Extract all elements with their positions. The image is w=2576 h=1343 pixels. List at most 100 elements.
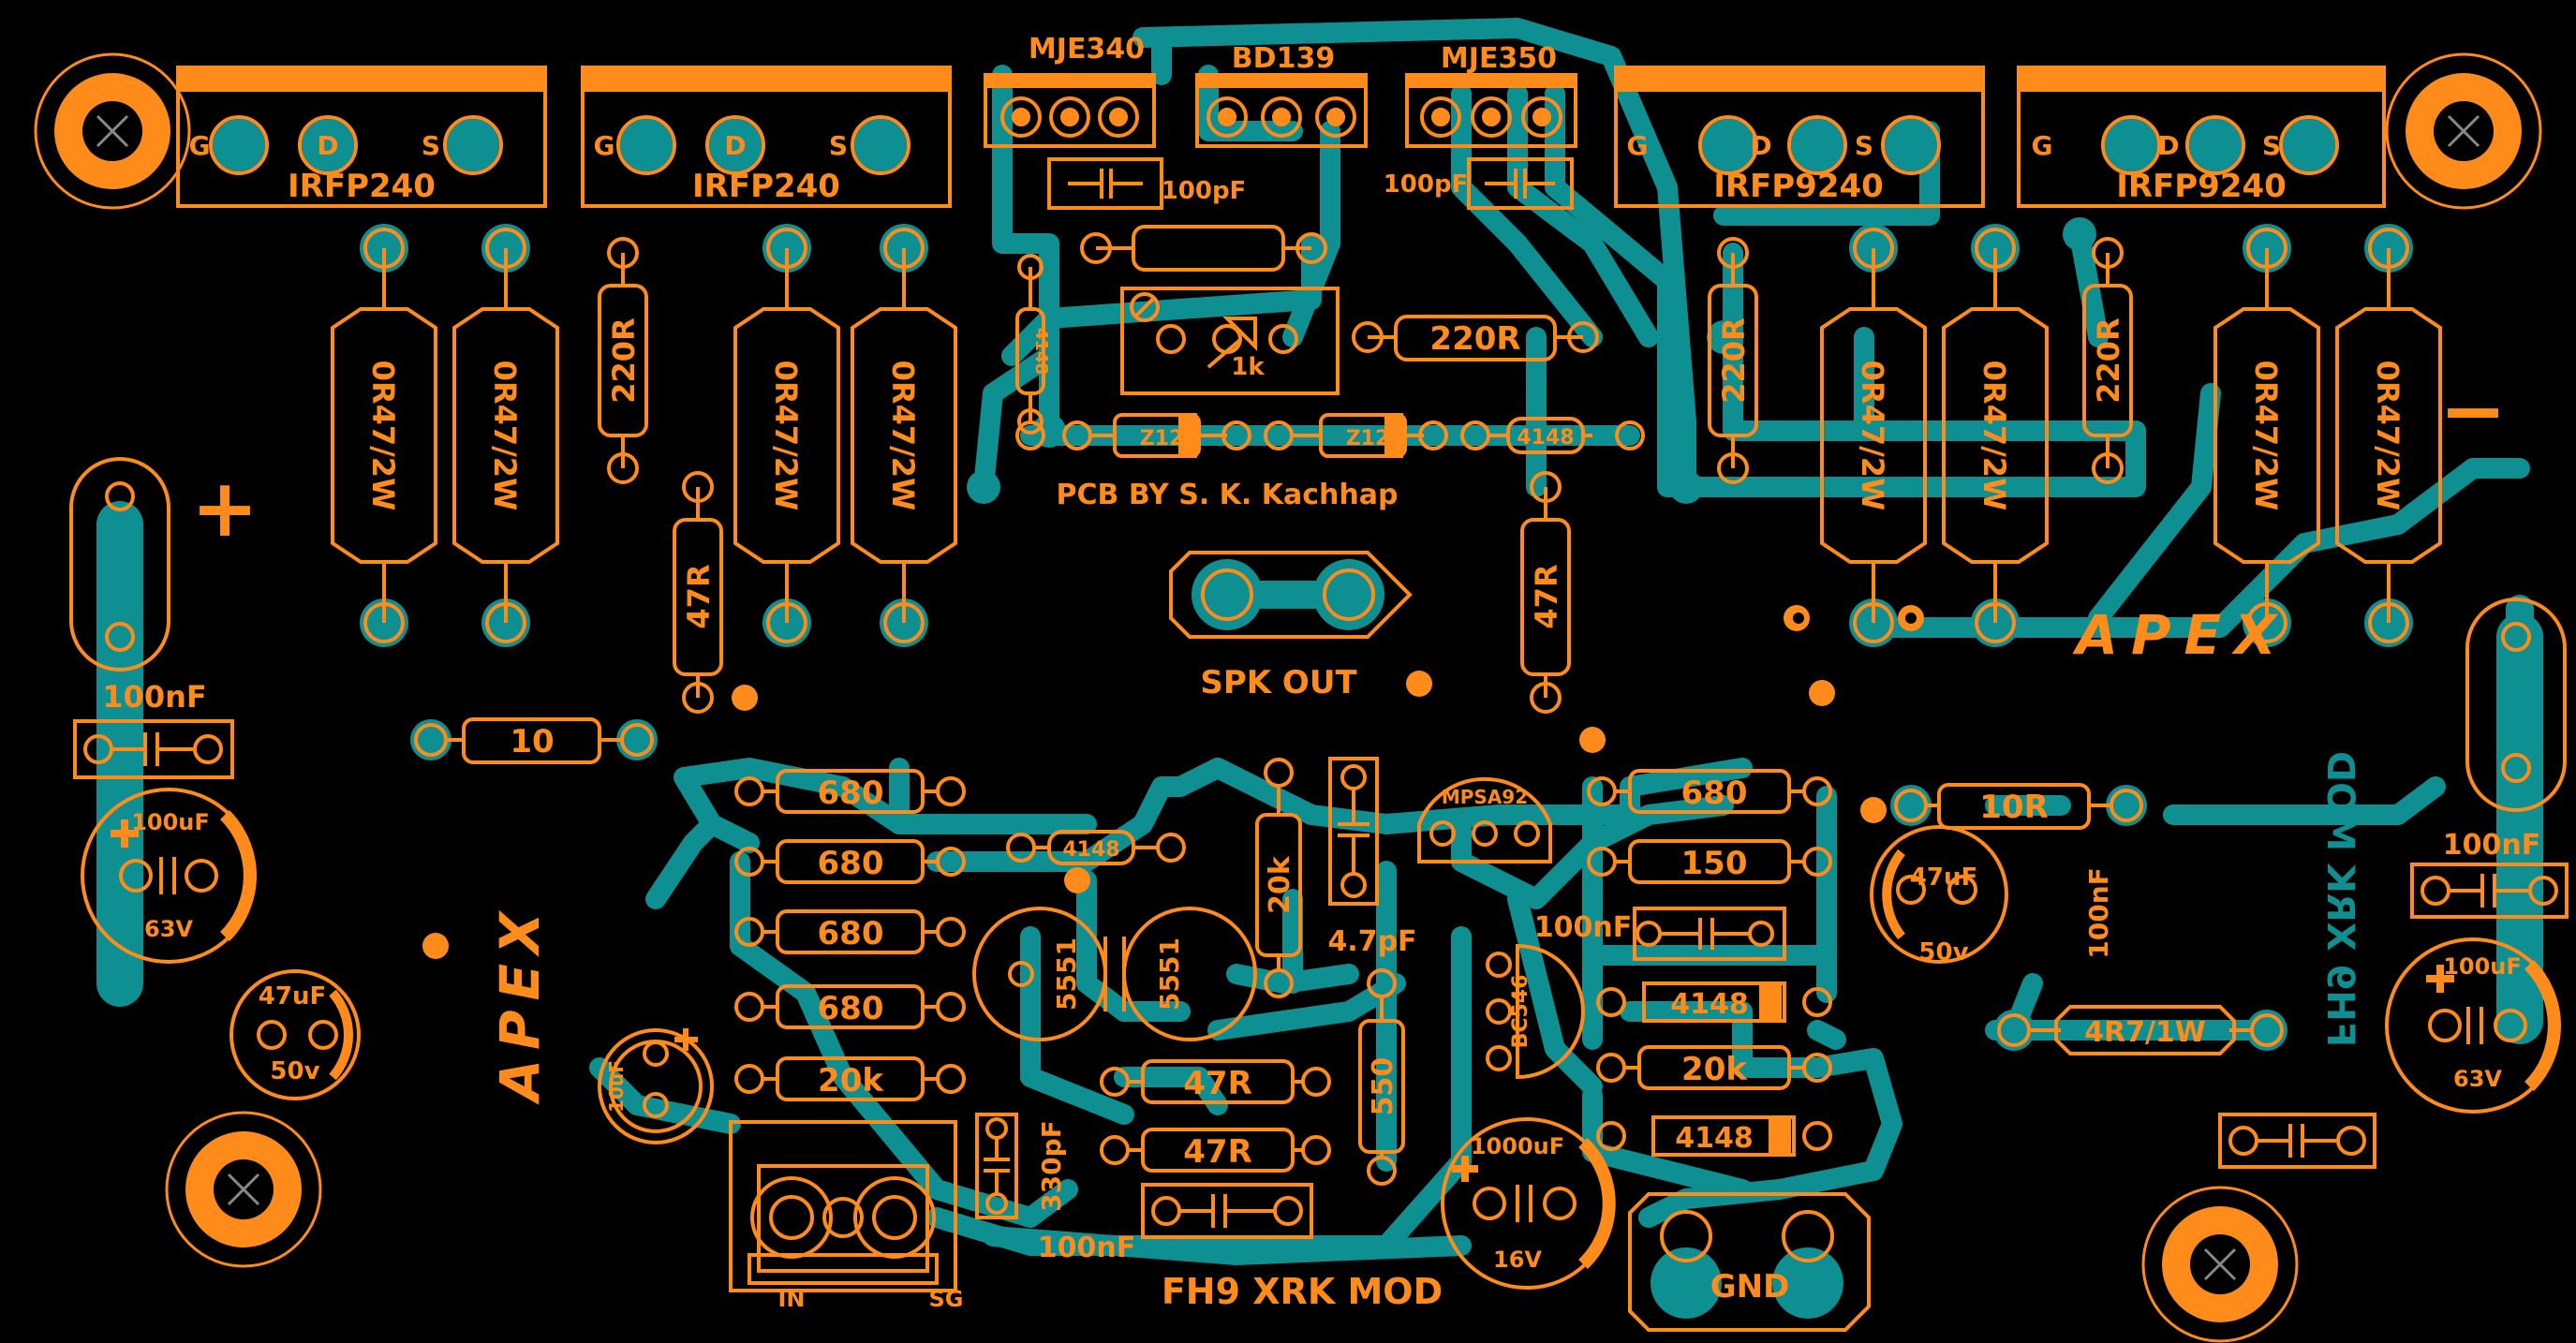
label-4r7: 4R7/1W [2084, 1016, 2206, 1049]
mounting-hole-bottom-left [165, 1111, 322, 1268]
label-0r47-1: 0R47/2W [365, 361, 401, 511]
power-terminal-minus [2465, 598, 2567, 812]
label-330pf: 330pF [1036, 1120, 1067, 1212]
label-680-3: 680 [818, 915, 884, 952]
label-mje350: MJE350 [1441, 42, 1557, 75]
label-47uf-right: 47uF [1910, 863, 1977, 892]
label-100uf-right: 100uF [2443, 953, 2522, 980]
resistor-10r [1894, 783, 2143, 830]
apex-logo-left: APEX [488, 903, 552, 1105]
svg-text:APEX: APEX [488, 903, 552, 1105]
label-220r-right-2: 220R [2091, 317, 2126, 403]
gnd-terminal [1628, 1192, 1871, 1332]
resistor-0r47-8 [2335, 228, 2442, 643]
label-4148-right-2: 4148 [1675, 1122, 1754, 1155]
resistor-20k-vertical [1255, 758, 1302, 998]
apex-logo-right: APEX [2072, 603, 2289, 667]
label-sg: SG [929, 1286, 964, 1312]
cap-100pf-left [1047, 157, 1163, 210]
pin-label-d: D [317, 130, 338, 161]
label-spk-out: SPK OUT [1200, 664, 1357, 701]
minus-symbol: − [2439, 364, 2507, 458]
resistor-47r-left [673, 471, 723, 714]
label-50v-right: 50v [1918, 938, 1968, 967]
cap-100uf-left [81, 788, 257, 964]
label-6k8: 6k8 [1176, 231, 1241, 269]
pin-label-g: G [2032, 130, 2053, 161]
label-47r-right: 47R [1529, 564, 1564, 628]
label-0r47-8: 0R47/2W [2370, 361, 2406, 511]
label-mje340: MJE340 [1029, 33, 1145, 66]
label-50v-left: 50v [270, 1057, 319, 1085]
driver-mje350 [1405, 73, 1577, 148]
label-irfp9240-1: IRFP9240 [1713, 168, 1884, 205]
cap-1000uf [1441, 1117, 1616, 1290]
label-100pf-left: 100pF [1162, 177, 1247, 205]
label-1k: 1k [1231, 353, 1265, 381]
mosfet-q3 [1614, 66, 1985, 208]
label-5551-left: 5551 [1051, 937, 1082, 1011]
mounting-hole-top-left [34, 52, 191, 210]
pcb-credit: PCB BY S. K. Kachhap [1057, 479, 1399, 511]
svg-text:FH9 XRK MOD: FH9 XRK MOD [2318, 751, 2361, 1047]
svg-text:APEX: APEX [2072, 603, 2289, 667]
cap-100nf-right-bottom [2218, 1113, 2376, 1169]
cap-47uf-right [1870, 825, 2008, 964]
label-1000uf: 1000uF [1471, 1133, 1564, 1159]
diode-4148-middle [1006, 830, 1186, 865]
pin-label-g: G [594, 130, 615, 161]
label-100nf-vertical: 100nF [2083, 867, 2114, 959]
pin-label-s: S [1855, 130, 1873, 161]
label-20k-vertical: 20k [1264, 855, 1296, 914]
resistor-20k-right [1596, 1045, 1832, 1090]
label-4.7pf: 4.7pF [1327, 925, 1416, 958]
transistor-bc546 [1486, 943, 1585, 1080]
label-4148-right-1: 4148 [1670, 988, 1749, 1021]
label-16v: 16V [1493, 1247, 1542, 1273]
label-4148-vertical: 4148 [1031, 328, 1051, 375]
resistor-680-right [1587, 769, 1832, 814]
cap-100uf-right [2385, 937, 2561, 1114]
label-0r47-7: 0R47/2W [2248, 361, 2284, 511]
label-bc546: BC546 [1509, 975, 1532, 1049]
cap-100nf-right [2410, 863, 2569, 919]
mosfet-q4 [2017, 66, 2386, 208]
power-terminal-plus [69, 457, 170, 672]
label-0r47-4: 0R47/2W [885, 361, 921, 511]
cap-100pf-right [1467, 157, 1574, 210]
resistor-0r47-1 [331, 228, 437, 643]
label-63v-left: 63V [144, 916, 193, 942]
label-47r-mid-2: 47R [1183, 1133, 1252, 1171]
resistor-220r-horizontal [1352, 315, 1599, 362]
label-bd139: BD139 [1232, 42, 1335, 75]
bias-bd139 [1195, 73, 1368, 148]
label-20k-right: 20k [1681, 1051, 1748, 1088]
label-0r47-5: 0R47/2W [1855, 361, 1890, 511]
label-47uf-left: 47uF [259, 982, 326, 1011]
label-680-4: 680 [818, 990, 884, 1027]
label-47r-mid-1: 47R [1183, 1065, 1252, 1102]
resistor-150 [1587, 839, 1832, 884]
label-0r47-6: 0R47/2W [1976, 361, 2012, 511]
resistor-680-2 [734, 839, 966, 884]
resistor-680-3 [734, 909, 966, 954]
title-side-mirrored: FH9 XRK MOD [2318, 751, 2361, 1047]
title-bottom: FH9 XRK MOD [1162, 1271, 1443, 1312]
label-680-2: 680 [818, 845, 884, 882]
resistor-4r7 [1997, 1005, 2284, 1055]
label-in: IN [777, 1286, 805, 1312]
label-irfp240-2: IRFP240 [692, 168, 840, 205]
label-5551-right: 5551 [1154, 937, 1185, 1011]
label-z12-1: Z12 [1140, 427, 1184, 450]
pin-label-d: D [2157, 130, 2179, 161]
label-100nf-left: 100nF [102, 679, 206, 715]
plus-symbol: + [191, 462, 259, 555]
label-100uf-left: 100uF [131, 809, 210, 835]
input-connector [729, 1120, 957, 1292]
resistor-47r-right [1520, 471, 1571, 714]
diode-4148-vertical [1015, 254, 1045, 435]
label-63v-right: 63V [2453, 1066, 2502, 1092]
label-550: 550 [1367, 1057, 1399, 1116]
mounting-hole-bottom-right [2141, 1186, 2299, 1343]
